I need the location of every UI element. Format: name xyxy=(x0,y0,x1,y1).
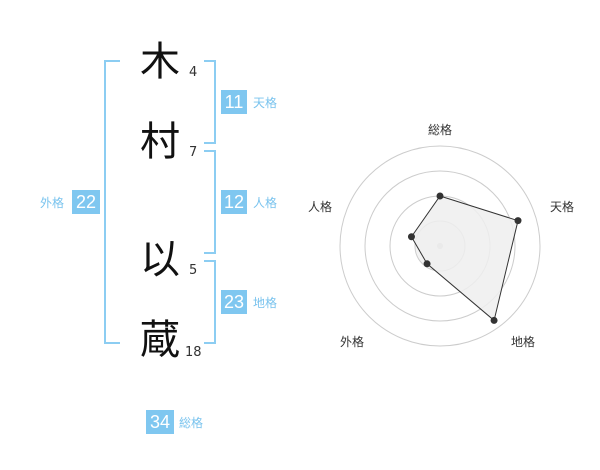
jinkaku-label: 人格 xyxy=(253,196,278,210)
radar-label-gaikaku: 外格 xyxy=(340,335,365,349)
stroke-count-3: 5 xyxy=(189,263,198,278)
gaikaku-label: 外格 xyxy=(40,196,65,210)
stroke-count-2: 7 xyxy=(189,145,198,160)
gaikaku-bracket xyxy=(104,60,120,344)
radar-label-tenkaku: 天格 xyxy=(550,200,575,214)
radar-ring xyxy=(339,145,541,347)
radar-point-2 xyxy=(514,217,522,225)
radar-polygon xyxy=(410,195,519,322)
radar-point-4 xyxy=(423,260,431,268)
jinkaku-bracket xyxy=(204,150,216,254)
chikaku-bracket xyxy=(204,260,216,344)
name-char-2: 村 xyxy=(140,119,180,165)
radar-label-jinkaku: 人格 xyxy=(308,200,333,214)
soukaku-value: 34 xyxy=(146,410,174,434)
name-char-1: 木 xyxy=(140,39,180,85)
radar-point-1 xyxy=(436,192,444,200)
soukaku-label: 総格 xyxy=(179,416,204,430)
chikaku-value: 23 xyxy=(221,290,247,314)
radar-point-3 xyxy=(490,316,498,324)
name-char-4: 蔵 xyxy=(140,317,180,363)
tenkaku-label: 天格 xyxy=(253,96,278,110)
radar-point-5 xyxy=(407,233,415,241)
gaikaku-value: 22 xyxy=(72,190,100,214)
radar-ring xyxy=(364,170,516,322)
chikaku-label: 地格 xyxy=(253,296,278,310)
radar-label-soukaku: 総格 xyxy=(428,123,453,137)
radar-label-chikaku: 地格 xyxy=(511,335,536,349)
tenkaku-bracket xyxy=(204,60,216,144)
radar-chart xyxy=(339,145,541,347)
stroke-count-4: 18 xyxy=(185,345,202,360)
tenkaku-value: 11 xyxy=(221,90,247,114)
stroke-count-1: 4 xyxy=(189,65,198,80)
jinkaku-value: 12 xyxy=(221,190,247,214)
name-char-3: 以 xyxy=(140,237,180,283)
